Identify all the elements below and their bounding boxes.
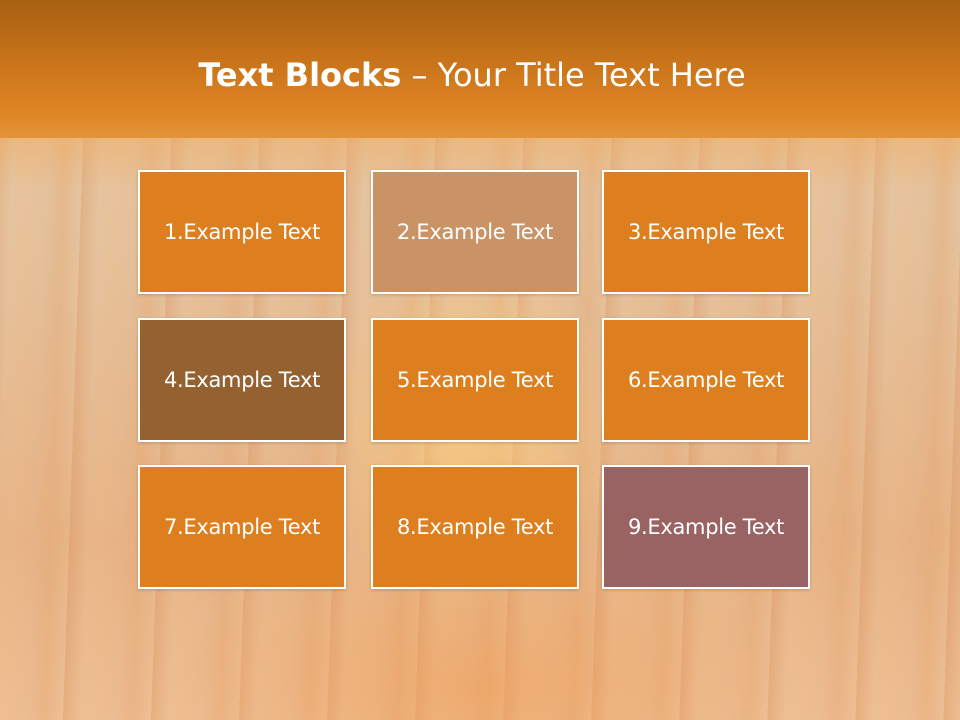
title-text: Your Title Text Here [437, 56, 746, 94]
text-block-8[interactable]: 8.Example Text [371, 465, 579, 589]
text-block-2[interactable]: 2.Example Text [371, 170, 579, 294]
title-separator: – [401, 56, 438, 94]
title-bold-part: Text Blocks [198, 56, 402, 94]
text-block-grid: 1.Example Text 2.Example Text 3.Example … [138, 170, 816, 594]
slide-title: Text Blocks – Your Title Text Here [0, 54, 944, 96]
text-block-7[interactable]: 7.Example Text [138, 465, 346, 589]
text-block-6[interactable]: 6.Example Text [602, 318, 810, 442]
title-bar [0, 0, 960, 138]
text-block-9[interactable]: 9.Example Text [602, 465, 810, 589]
text-block-1[interactable]: 1.Example Text [138, 170, 346, 294]
text-block-5[interactable]: 5.Example Text [371, 318, 579, 442]
text-block-3[interactable]: 3.Example Text [602, 170, 810, 294]
text-block-4[interactable]: 4.Example Text [138, 318, 346, 442]
